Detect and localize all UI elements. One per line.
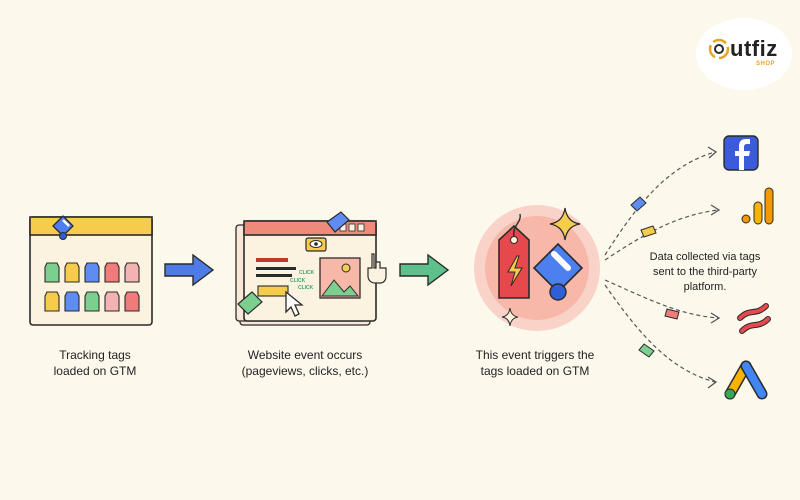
- sparkle-icon: [501, 307, 519, 327]
- small-tag: [664, 308, 680, 320]
- gtm-logo-icon: [532, 242, 584, 301]
- third-party-squiggle-icon: [737, 303, 771, 334]
- small-tag: [638, 343, 655, 358]
- brand-wordmark: utfiz: [730, 36, 778, 61]
- tags-grid: [44, 262, 140, 312]
- facebook-icon: [723, 135, 759, 171]
- click-label: CLICK: [299, 270, 315, 276]
- click-label: CLICK: [290, 278, 306, 284]
- step-caption-website-event: Website event occurs (pageviews, clicks,…: [230, 347, 380, 379]
- caption-line: tags loaded on GTM: [480, 364, 590, 378]
- flow-arrow-2: [399, 253, 450, 287]
- caption-line: loaded on GTM: [53, 364, 137, 378]
- step-caption-trigger: This event triggers the tags loaded on G…: [455, 347, 615, 379]
- gtm-logo-small-icon: [52, 215, 74, 240]
- click-label: CLICK: [298, 285, 314, 291]
- distribution-arrows: [604, 151, 719, 383]
- step-caption-tracking-tags: Tracking tags loaded on GTM: [30, 347, 160, 379]
- caption-line: platform.: [683, 281, 727, 293]
- google-ads-icon: [724, 360, 768, 400]
- caption-line: This event triggers the: [475, 348, 595, 362]
- browser-window: CLICK CLICK CLICK: [235, 211, 387, 326]
- gtm-tag-board: [29, 215, 153, 326]
- cursor-icon: [285, 290, 304, 317]
- google-analytics-icon: [741, 187, 774, 225]
- caption-line: sent to the third-party: [653, 266, 757, 278]
- brand-subtext: SHOP: [756, 61, 776, 67]
- trigger-illustration: [474, 205, 600, 331]
- step-caption-data-collected: Data collected via tags sent to the thir…: [640, 250, 770, 295]
- eye-icon: [305, 237, 327, 252]
- hand-pointer-icon: [367, 253, 387, 284]
- small-tag: [640, 225, 657, 238]
- arrowheads: [707, 146, 721, 389]
- flow-arrow-1: [164, 253, 215, 287]
- caption-line: Website event occurs: [247, 348, 363, 362]
- caption-line: Tracking tags: [59, 348, 131, 362]
- caption-line: (pageviews, clicks, etc.): [241, 364, 369, 378]
- small-tag: [630, 196, 647, 212]
- sparkle-icon: [549, 207, 581, 241]
- caption-line: Data collected via tags: [649, 251, 761, 263]
